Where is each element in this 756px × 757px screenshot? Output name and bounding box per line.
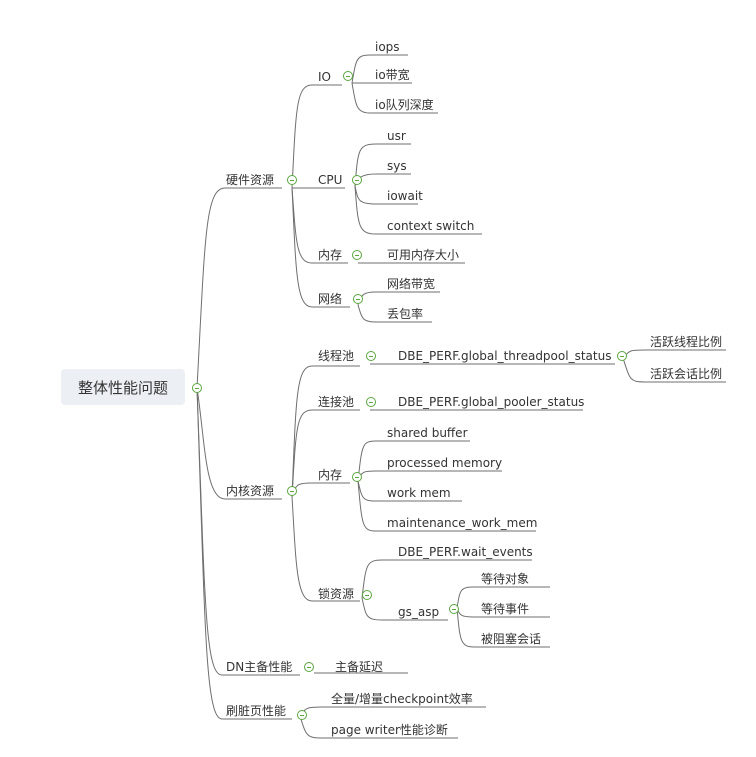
collapse-toggle-icon[interactable]: [352, 250, 362, 260]
edge-kn-mem: [291, 482, 350, 498]
topic-dn-replication[interactable]: DN主备性能: [226, 660, 293, 674]
leaf-available-memory[interactable]: 可用内存大小: [387, 248, 460, 262]
collapse-toggle-icon[interactable]: [617, 351, 627, 361]
leaf-wait-object[interactable]: 等待对象: [481, 572, 530, 586]
leaf-packet-loss[interactable]: 丢包率: [387, 307, 424, 321]
leaf-iops[interactable]: iops: [375, 40, 400, 54]
leaf-network-bandwidth[interactable]: 网络带宽: [387, 277, 436, 291]
leaf-threadpool-view[interactable]: DBE_PERF.global_threadpool_status: [398, 349, 612, 363]
leaf-processed-memory[interactable]: processed memory: [387, 456, 503, 470]
topic-hw-memory[interactable]: 内存: [318, 248, 343, 262]
edge-fl-ckpt: [299, 706, 486, 717]
edge-km-processed: [357, 470, 502, 482]
leaf-sys[interactable]: sys: [387, 159, 407, 173]
collapse-toggle-icon[interactable]: [343, 71, 353, 81]
topic-cpu[interactable]: CPU: [318, 173, 343, 187]
topic-pooler[interactable]: 连接池: [318, 395, 355, 409]
leaf-wait-events[interactable]: DBE_PERF.wait_events: [398, 545, 533, 559]
collapse-toggle-icon[interactable]: [287, 486, 297, 496]
topic-dirty-page-flush[interactable]: 刷脏页性能: [226, 704, 287, 718]
edge-root-hardware: [196, 187, 282, 389]
collapse-toggle-icon[interactable]: [297, 710, 307, 720]
root-topic[interactable]: 整体性能问题: [61, 369, 185, 405]
collapse-toggle-icon[interactable]: [362, 590, 372, 600]
collapse-toggle-icon[interactable]: [304, 662, 314, 672]
collapse-toggle-icon[interactable]: [366, 351, 376, 361]
collapse-toggle-icon[interactable]: [287, 175, 297, 185]
leaf-blocked-session[interactable]: 被阻塞会话: [481, 632, 542, 646]
leaf-wait-event[interactable]: 等待事件: [481, 602, 530, 616]
edge-net-bw: [357, 291, 440, 306]
leaf-io-queue-depth[interactable]: io队列深度: [375, 98, 434, 112]
collapse-toggle-icon[interactable]: [353, 294, 363, 304]
collapse-toggle-icon[interactable]: [449, 604, 459, 614]
leaf-active-thread-ratio[interactable]: 活跃线程比例: [650, 335, 723, 349]
leaf-pooler-view[interactable]: DBE_PERF.global_pooler_status: [398, 395, 585, 409]
edge-tp-active-thread: [622, 349, 726, 359]
edge-kn-pooler: [291, 409, 360, 498]
leaf-shared-buffer[interactable]: shared buffer: [387, 426, 468, 440]
leaf-active-session-ratio[interactable]: 活跃会话比例: [650, 367, 723, 381]
topic-gs-asp[interactable]: gs_asp: [398, 605, 440, 619]
collapse-toggle-icon[interactable]: [192, 383, 202, 393]
topic-kernel[interactable]: 内核资源: [226, 484, 275, 498]
topic-io[interactable]: IO: [318, 70, 331, 84]
leaf-maintenance-work-mem[interactable]: maintenance_work_mem: [387, 516, 538, 530]
leaf-replication-delay[interactable]: 主备延迟: [335, 660, 384, 674]
collapse-toggle-icon[interactable]: [352, 175, 362, 185]
leaf-io-bandwidth[interactable]: io带宽: [375, 68, 410, 82]
topic-locks[interactable]: 锁资源: [318, 587, 355, 601]
leaf-context-switch[interactable]: context switch: [387, 219, 475, 233]
leaf-usr[interactable]: usr: [387, 129, 406, 143]
topic-threadpool[interactable]: 线程池: [318, 349, 355, 363]
edge-cpu-sys: [354, 173, 411, 187]
leaf-checkpoint-efficiency[interactable]: 全量/增量checkpoint效率: [331, 692, 473, 706]
leaf-work-mem[interactable]: work mem: [387, 486, 451, 500]
collapse-toggle-icon[interactable]: [352, 472, 362, 482]
topic-hardware[interactable]: 硬件资源: [226, 173, 275, 187]
topic-network[interactable]: 网络: [318, 292, 343, 306]
leaf-iowait[interactable]: iowait: [387, 189, 423, 203]
collapse-toggle-icon[interactable]: [366, 397, 376, 407]
topic-kernel-memory[interactable]: 内存: [318, 468, 343, 482]
leaf-page-writer-diagnosis[interactable]: page writer性能诊断: [331, 723, 448, 737]
edge-root-dn: [196, 387, 300, 676]
